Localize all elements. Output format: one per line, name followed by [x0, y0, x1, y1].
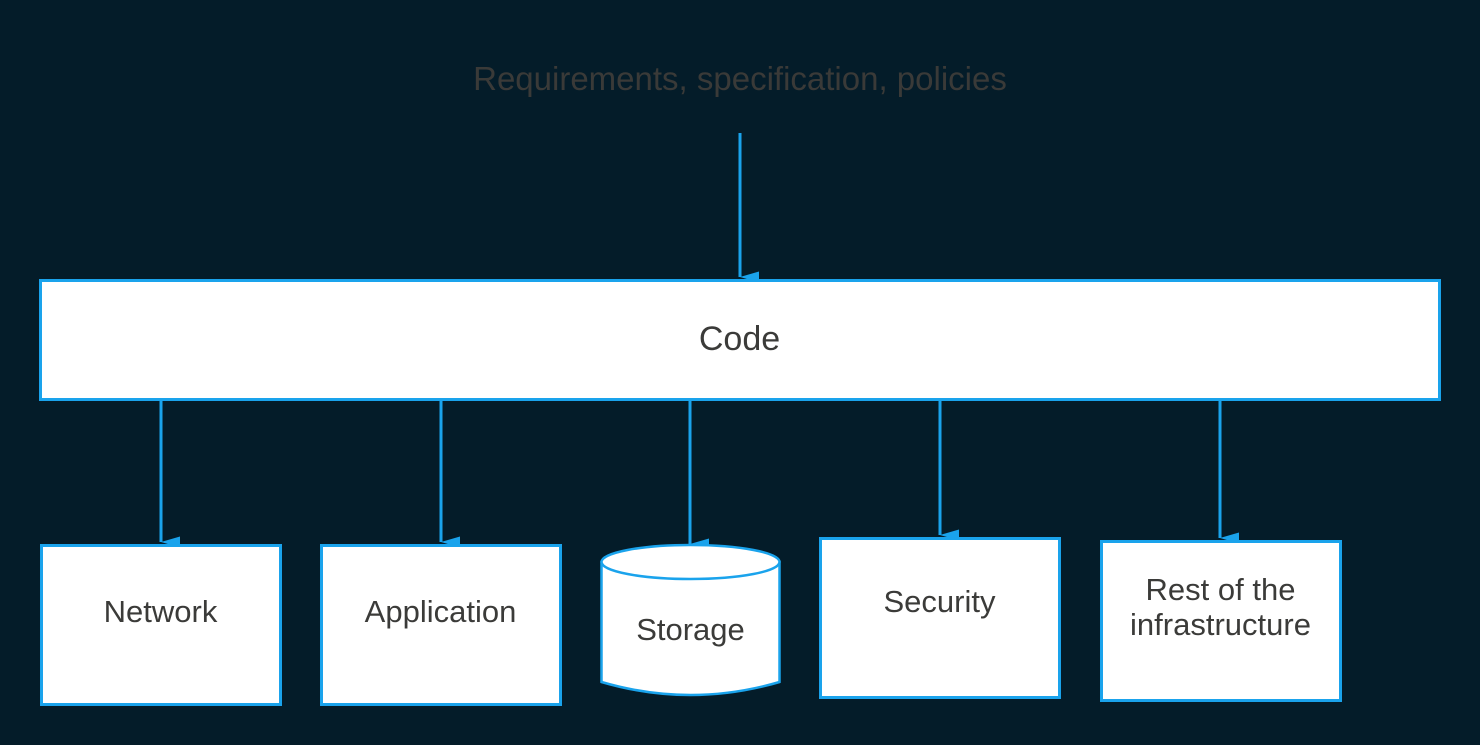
node-code[interactable] — [39, 279, 1441, 401]
node-application[interactable] — [320, 544, 562, 706]
node-rest-of-infrastructure[interactable] — [1100, 540, 1342, 702]
diagram-title: Requirements, specification, policies — [473, 60, 1007, 97]
node-storage[interactable] — [600, 543, 781, 697]
node-security[interactable] — [819, 537, 1061, 699]
node-network[interactable] — [40, 544, 282, 706]
